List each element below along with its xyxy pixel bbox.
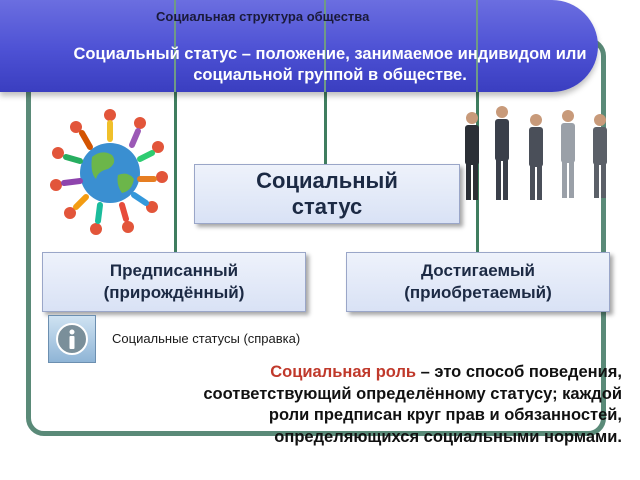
connector-line-left-overlay (174, 0, 176, 92)
slide-title: Социальная структура общества (156, 9, 370, 24)
status-definition: Социальный статус – положение, занимаемо… (60, 44, 600, 86)
achieved-status-line2: (приобретаемый) (404, 283, 552, 302)
ascribed-status-line1: Предписанный (109, 261, 239, 280)
achieved-status-box: Достигаемый (приобретаемый) (346, 252, 610, 312)
achieved-status-line1: Достигаемый (420, 261, 535, 280)
role-term: Социальная роль (270, 363, 417, 381)
social-status-box: Социальный статус (194, 164, 460, 224)
ascribed-status-line2: (прирождённый) (103, 283, 245, 302)
role-definition: Социальная роль – это способ поведения, … (60, 362, 622, 448)
info-button[interactable] (48, 315, 96, 363)
business-people-icon (465, 106, 607, 200)
status-term: Социальный статус (73, 45, 238, 63)
social-status-line2: статус (291, 194, 363, 219)
globe-people-image (40, 95, 180, 245)
role-definition-line4: определяющихся социальными нормами. (274, 427, 622, 446)
info-reference-link[interactable]: Социальные статусы (справка) (112, 331, 301, 346)
connector-line-right-overlay (476, 0, 478, 92)
globe-icon (50, 109, 168, 235)
connector-line-left (174, 0, 177, 252)
social-status-line1: Социальный (256, 168, 398, 193)
role-definition-line1: – это способ поведения, (416, 363, 622, 381)
role-definition-line2: соответствующий определённому статусу; к… (203, 384, 622, 403)
status-definition-text: – положение, занимаемое индивидом или со… (193, 45, 587, 84)
connector-line-center-overlay (324, 0, 326, 92)
business-people-image (456, 102, 632, 214)
header-banner (0, 0, 598, 92)
ascribed-status-box: Предписанный (прирождённый) (42, 252, 306, 312)
role-definition-line3: роли предписан круг прав и обязанностей, (268, 406, 622, 424)
info-icon (56, 323, 88, 355)
